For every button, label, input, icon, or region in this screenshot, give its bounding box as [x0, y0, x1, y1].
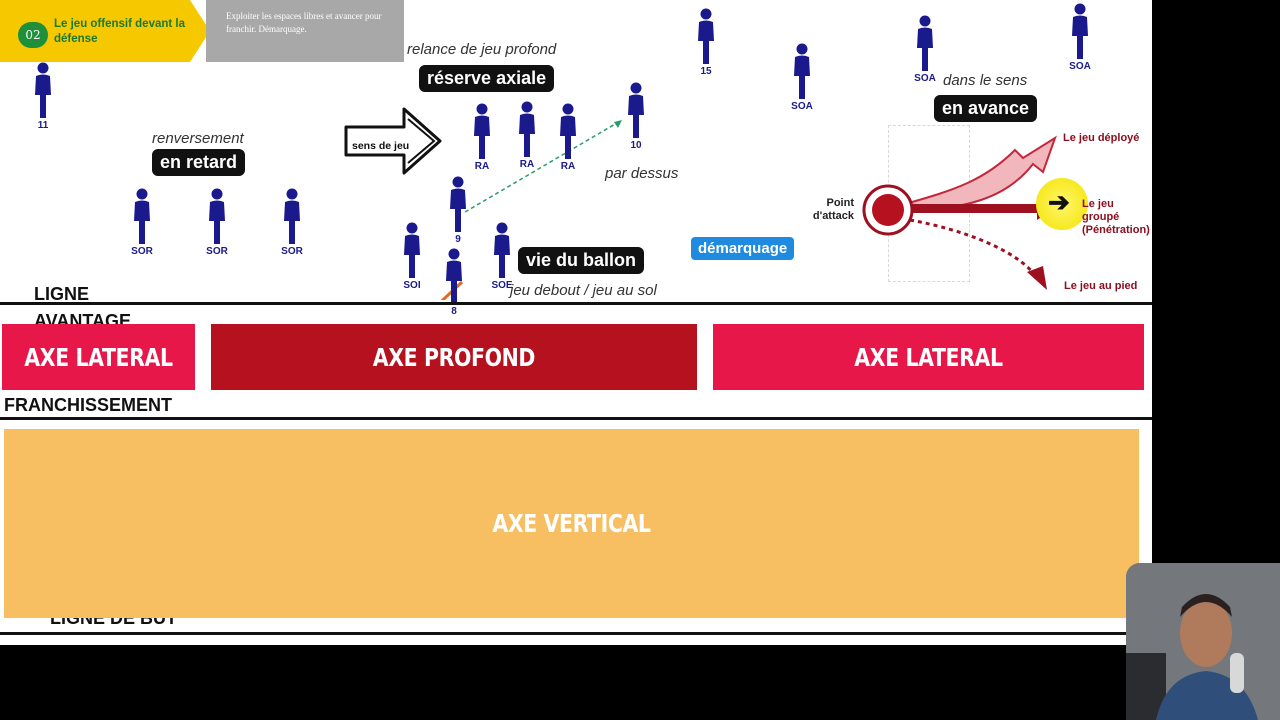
label-par-dessus: par dessus — [605, 165, 679, 182]
pill-vie-du-ballon: vie du ballon — [518, 247, 645, 274]
player-sor-3: SOR — [277, 188, 307, 260]
label-point-attack: Point d'attack — [812, 197, 854, 222]
slide: 02 Le jeu offensif devant la défense Exp… — [0, 0, 1152, 645]
label-jeu-debout: jeu debout / jeu au sol — [510, 282, 657, 299]
player-9: 9 — [443, 176, 473, 248]
player-soa-2: SOA — [910, 15, 940, 87]
player-11: 11 — [28, 62, 58, 134]
section-number-badge: 02 — [18, 22, 48, 48]
label-jeu-deploye: Le jeu déployé — [1063, 132, 1140, 144]
axe-lateral-right-label: AXE LATERAL — [854, 342, 1003, 372]
label-jeu-au-pied: Le jeu au pied — [1064, 280, 1138, 292]
label-dans-le-sens: dans le sens — [943, 72, 1028, 89]
pill-reserve-axiale: réserve axiale — [419, 65, 555, 92]
pill-en-retard: en retard — [152, 149, 246, 176]
player-ra-3: RA — [553, 103, 583, 175]
label-relance: relance de jeu profond — [407, 41, 557, 58]
ligne-de-but — [0, 632, 1152, 635]
axe-lateral-right: AXE LATERAL — [713, 324, 1144, 390]
axe-vertical: AXE VERTICAL — [4, 429, 1139, 618]
attack-options-diagram — [862, 135, 1057, 290]
player-15: 15 — [691, 8, 721, 80]
ligne-avantage — [0, 302, 1152, 305]
ligne-franchissement — [0, 417, 1152, 420]
webcam-overlay — [1126, 563, 1280, 720]
sens-de-jeu-arrow-icon — [344, 107, 442, 175]
axe-profond-label: AXE PROFOND — [372, 342, 536, 372]
axe-lateral-left-label: AXE LATERAL — [24, 342, 173, 372]
section-description: Exploiter les espaces libres et avancer … — [226, 11, 382, 34]
axe-lateral-left: AXE LATERAL — [2, 324, 195, 390]
arrow-right-icon: ➔ — [1048, 187, 1070, 217]
header-description-panel — [206, 0, 404, 62]
section-title: Le jeu offensif devant la défense — [54, 18, 185, 45]
player-soa-3: SOA — [1065, 3, 1095, 75]
player-ra-1: RA — [467, 103, 497, 175]
franchissement-label: FRANCHISSEMENT — [4, 395, 173, 415]
label-renversement: renversement — [152, 130, 244, 147]
player-soi: SOI — [397, 222, 427, 294]
player-8: 8 — [439, 248, 469, 320]
player-10: 10 — [621, 82, 651, 154]
presenter-avatar — [1126, 563, 1280, 720]
player-ra-2: RA — [512, 101, 542, 173]
cursor-highlight — [1036, 178, 1088, 230]
player-soa-1: SOA — [787, 43, 817, 115]
axe-vertical-label: AXE VERTICAL — [492, 509, 651, 538]
axe-profond: AXE PROFOND — [211, 324, 697, 390]
label-jeu-groupe: Le jeu groupé (Pénétration) — [1082, 198, 1150, 236]
player-sor-1: SOR — [127, 188, 157, 260]
player-sor-2: SOR — [202, 188, 232, 260]
label-sens-de-jeu: sens de jeu — [352, 140, 410, 152]
pill-demarquage: démarquage — [691, 237, 795, 260]
player-soe: SOE — [487, 222, 517, 294]
pill-en-avance: en avance — [934, 95, 1038, 122]
